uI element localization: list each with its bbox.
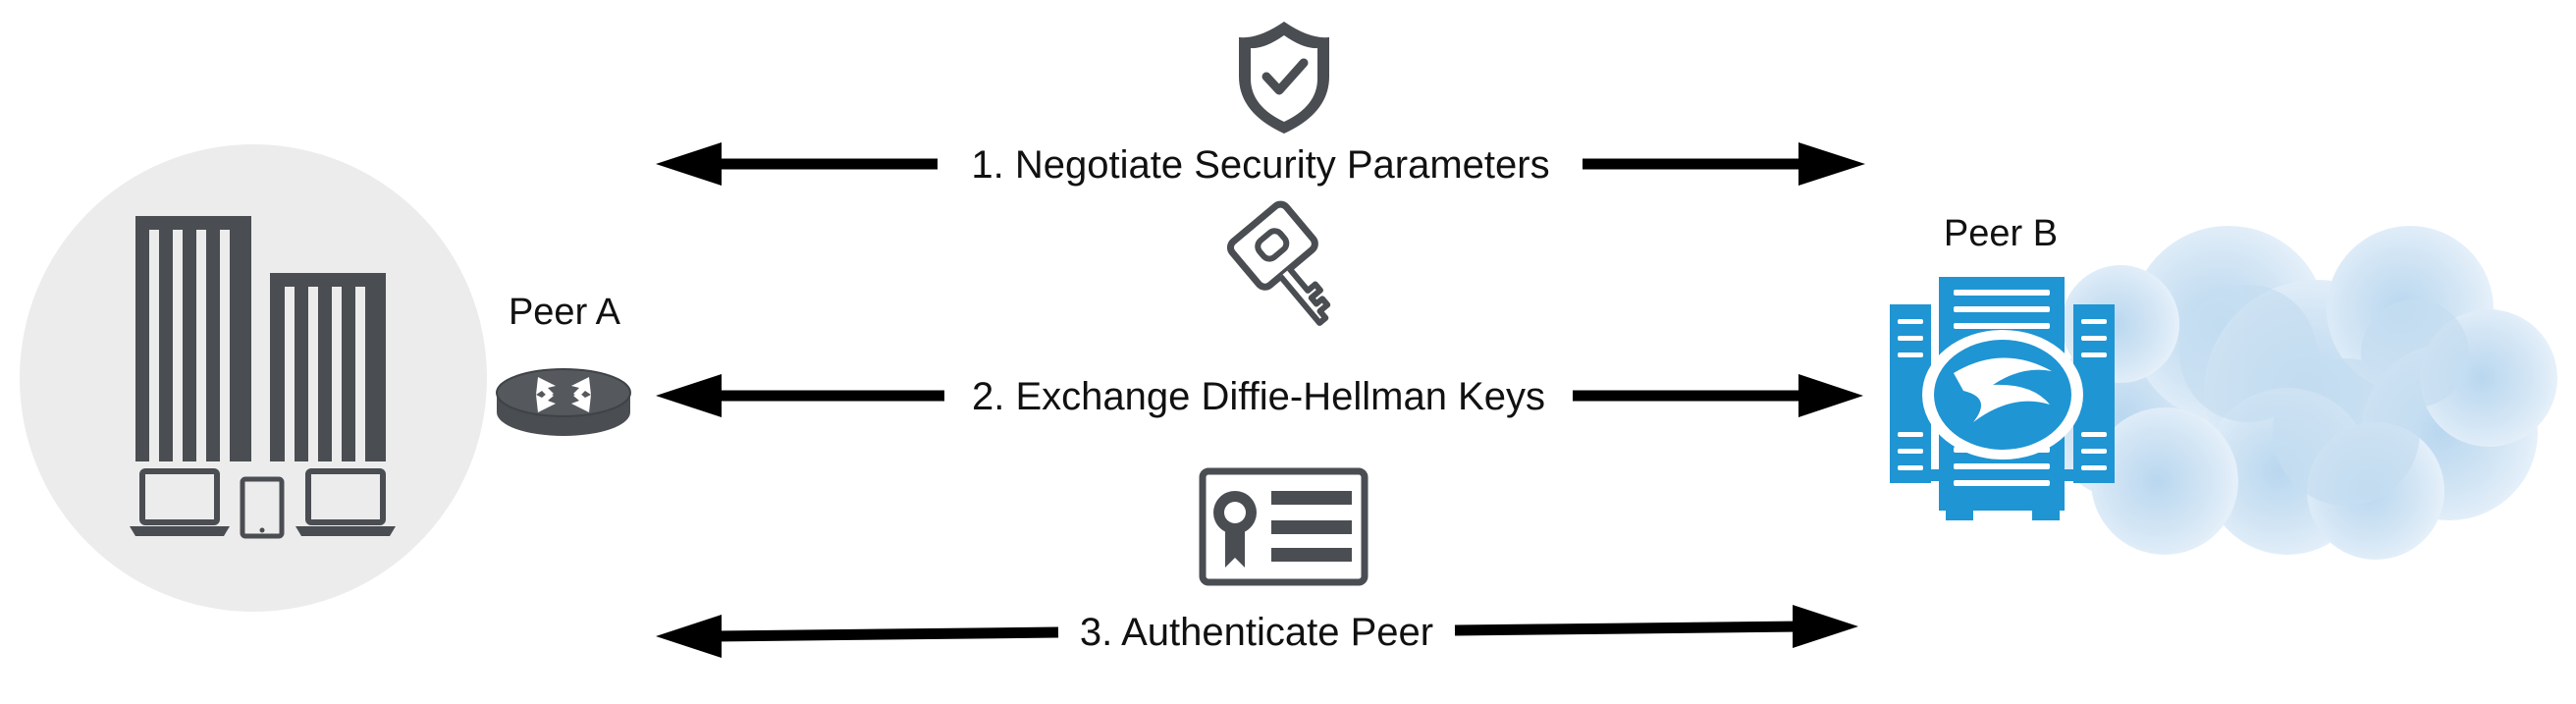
router-icon [496, 368, 631, 436]
cloud-server-icon [1890, 226, 2557, 560]
shield-check-icon [1239, 22, 1329, 134]
step-1-label: 1. Negotiate Security Parameters [971, 143, 1549, 187]
arrow-step-2 [656, 374, 1863, 417]
key-icon [1226, 200, 1331, 326]
arrow-step-1 [656, 142, 1865, 186]
peer-a-label: Peer A [509, 292, 621, 333]
peer-b-label: Peer B [1944, 213, 2058, 254]
arrow-step-3 [656, 605, 1858, 658]
certificate-icon [1199, 467, 1368, 586]
step-2-label: 2. Exchange Diffie-Hellman Keys [972, 375, 1545, 418]
office-buildings-devices-icon [20, 144, 487, 612]
step-3-label: 3. Authenticate Peer [1080, 611, 1433, 654]
